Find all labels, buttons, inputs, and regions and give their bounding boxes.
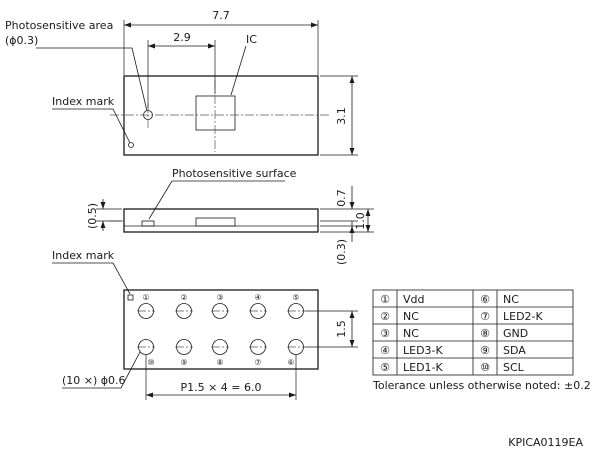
- pin-number: ⑥: [287, 358, 294, 367]
- pin-number: ①: [142, 293, 149, 302]
- side-view: Photosensitive surface 0.7 1.0 (0.3) (0.…: [86, 167, 374, 265]
- ic-side: [195, 217, 236, 227]
- pin-number: ⑦: [254, 358, 261, 367]
- index-mark-bottom-label: Index mark: [52, 249, 115, 262]
- pin-number: ⑤: [292, 293, 299, 302]
- pin-number-cell: ⑦: [480, 310, 490, 323]
- pad-centerlines: [137, 310, 305, 348]
- pin-number: ②: [180, 293, 187, 302]
- dim-pitch-label: P1.5 × 4 = 6.0: [180, 381, 261, 394]
- pin-signal-cell: NC: [403, 327, 419, 340]
- index-mark-leader: [52, 108, 131, 144]
- dim-surface-height-label: 0.7: [335, 189, 348, 207]
- pin-number-cell: ⑩: [480, 361, 490, 374]
- index-mark-square: [127, 294, 134, 301]
- index-mark-label: Index mark: [52, 95, 115, 108]
- ic-leader: [230, 45, 247, 96]
- surface-leader: [148, 180, 173, 220]
- photosensitive-surface-label: Photosensitive surface: [172, 167, 297, 180]
- pin-signal-cell: Vdd: [403, 293, 425, 306]
- pin-signal-cell: LED1-K: [403, 361, 444, 374]
- pin-number-cell: ④: [380, 344, 390, 357]
- top-view-outline: [123, 75, 319, 156]
- pin-number-cell: ⑨: [480, 344, 490, 357]
- pin-number-cell: ②: [380, 310, 390, 323]
- dim-substrate-label: (0.3): [335, 239, 348, 265]
- pin-number: ③: [216, 293, 223, 302]
- dim-side-offset-label: (0.5): [86, 203, 99, 229]
- pin-numbers-top: ① ② ③ ④ ⑤: [142, 293, 299, 302]
- pin-assignment-table: ① Vdd ⑥ NC ② NC ⑦ LED2-K ③ NC ⑧ GND ④ LE…: [372, 289, 574, 376]
- pin-number-cell: ⑥: [480, 293, 490, 306]
- photosensitive-area-size: (ϕ0.3): [5, 34, 38, 47]
- pin-signal-cell: SDA: [503, 344, 526, 357]
- pin-signal-cell: NC: [503, 293, 519, 306]
- dim-row-spacing-label: 1.5: [335, 320, 348, 338]
- dim-offset-label: 2.9: [173, 31, 191, 44]
- pad-holes: [138, 303, 304, 355]
- photosensitive-area-label: Photosensitive area: [5, 19, 113, 32]
- pin-signal-cell: NC: [403, 310, 419, 323]
- pin-number: ⑨: [180, 358, 187, 367]
- bottom-view-outline: [123, 289, 319, 370]
- pin-signal-cell: LED2-K: [503, 310, 544, 323]
- ic-label: IC: [246, 33, 257, 46]
- pin-number-cell: ⑤: [380, 361, 390, 374]
- bottom-view: Index mark ① ②: [52, 249, 358, 400]
- pin-number-cell: ③: [380, 327, 390, 340]
- drawing-code: KPICA0119EA: [508, 436, 583, 449]
- hole-callout-label: (10 ×) ϕ0.6: [62, 374, 126, 387]
- hole-callout-leader: [62, 351, 141, 389]
- photosensitive-element: [141, 220, 155, 227]
- pin-number-cell: ⑧: [480, 327, 490, 340]
- side-view-outline: [123, 208, 319, 233]
- photosensitive-area-leader: [36, 47, 148, 112]
- ic-outline: [195, 95, 236, 131]
- pin-number-cell: ①: [380, 293, 390, 306]
- index-mark-circle: [128, 142, 134, 148]
- pin-signal-cell: GND: [503, 327, 528, 340]
- pin-signal-cell: SCL: [503, 361, 525, 374]
- pin-number: ⑧: [216, 358, 223, 367]
- tolerance-note: Tolerance unless otherwise noted: ±0.2: [372, 379, 591, 392]
- pin-number: ④: [254, 293, 261, 302]
- top-view: 7.7 2.9 3.1 Photosensitive area (ϕ0.3) I…: [5, 9, 358, 156]
- index-mark-bottom-leader: [52, 262, 131, 295]
- pin-signal-cell: LED3-K: [403, 344, 444, 357]
- dim-thickness-label: 1.0: [354, 212, 367, 230]
- dim-height-label: 3.1: [335, 107, 348, 125]
- dim-width-label: 7.7: [212, 9, 230, 22]
- pin-numbers-bottom: ⑩ ⑨ ⑧ ⑦ ⑥: [147, 358, 294, 367]
- pin-number: ⑩: [147, 358, 154, 367]
